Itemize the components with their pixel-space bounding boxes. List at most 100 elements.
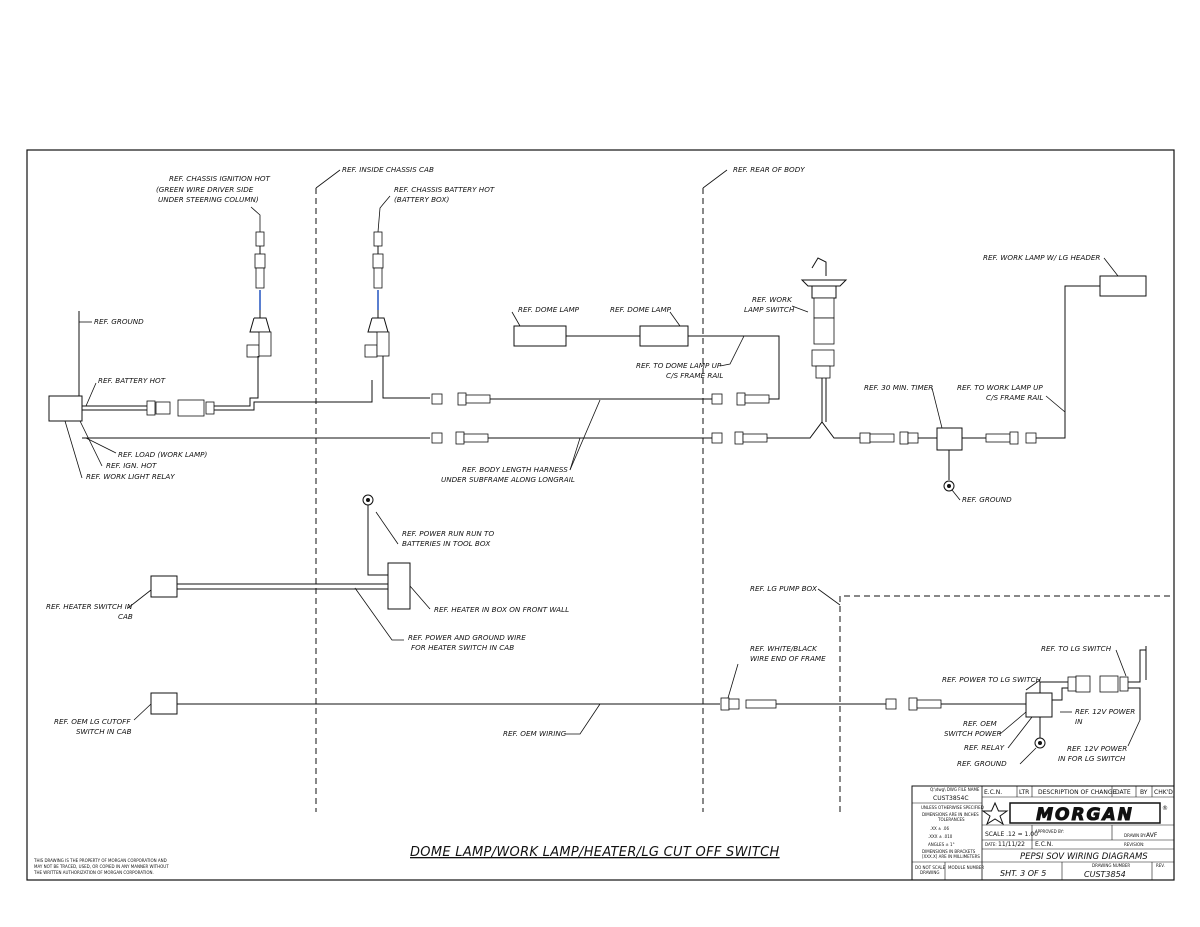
label-ign-hot-1: REF. CHASSIS IGNITION HOT <box>169 174 271 183</box>
tb-brackets-2: [XXX.X] ARE IN MILLIMETERS <box>922 854 980 859</box>
title-block: Q:\dwg\ DWG FILE NAME CUST3854C UNLESS O… <box>911 785 1175 881</box>
ground2-leader <box>951 489 961 501</box>
tb-tolerance-sub-2: TOLERANCES <box>937 817 965 822</box>
morgan-logo-frame <box>1009 802 1161 824</box>
switch-term <box>815 365 831 379</box>
label-dome-lamp-1: REF. DOME LAMP <box>518 305 580 314</box>
tb-date-label: DATE: <box>985 842 997 847</box>
heater-wire-leader <box>354 587 404 641</box>
label-power-12v-2: IN <box>1075 717 1083 726</box>
label-ign-hot: REF. IGN. HOT <box>106 461 157 470</box>
morgan-registered: ® <box>1162 805 1168 812</box>
load-conn-b3 <box>742 433 768 443</box>
to-lg-switch-leader <box>1115 649 1127 677</box>
ground3-leader <box>1019 747 1037 765</box>
tb-module-number: MODULE NUMBER <box>948 865 984 870</box>
label-heater-switch-1: REF. HEATER SWITCH IN <box>46 602 133 611</box>
label-relay-2: REF. RELAY <box>964 743 1005 752</box>
relay2-leader <box>1007 716 1033 749</box>
label-ground-3: REF. GROUND <box>957 759 1007 768</box>
label-oem-cutoff-1: REF. OEM LG CUTOFF <box>54 717 131 726</box>
tb-rev-desc: DESCRIPTION OF CHANGE <box>1038 789 1117 796</box>
label-ign-hot-2: (GREEN WIRE DRIVER SIDE <box>156 185 254 194</box>
timer-out-conn-2 <box>1009 431 1019 445</box>
label-white-black-2: WIRE END OF FRAME <box>750 654 826 663</box>
label-heater-switch-2: CAB <box>118 612 133 621</box>
relay-connector-2 <box>155 401 171 415</box>
tb-do-not-scale-1: DO NOT SCALE <box>915 865 946 870</box>
relay-connector-1 <box>146 400 156 416</box>
oem-sw-power-leader <box>999 711 1027 735</box>
label-dome-up-2: C/S FRAME RAIL <box>666 371 723 380</box>
dome-conn-b2 <box>736 392 746 406</box>
dome-conn-a3 <box>465 394 491 404</box>
tb-drawing-number-label: DRAWING NUMBER <box>1092 863 1130 868</box>
tb-rev-ltr: LTR <box>1019 789 1029 796</box>
title-block-frame <box>911 785 1175 881</box>
load-conn-b2 <box>734 431 744 445</box>
load-conn-a2 <box>455 431 465 445</box>
oem-conn-1 <box>720 697 730 711</box>
label-dome-lamp-2: REF. DOME LAMP <box>610 305 672 314</box>
harness-leader-1 <box>569 399 601 471</box>
dome-conn-b3 <box>744 394 770 404</box>
rear-zone-leader <box>702 169 728 189</box>
oem-wiring-leader <box>566 703 601 735</box>
timer-conn-4 <box>907 432 919 444</box>
tb-sheet: SHT. 3 OF 5 <box>1000 869 1046 878</box>
tb-rev-ecn: E.C.N. <box>984 789 1002 796</box>
timer-30-min <box>936 427 963 451</box>
lg-conn-2 <box>908 697 918 711</box>
work-light-relay <box>48 395 83 422</box>
power-12v-lg-wire <box>1128 687 1141 720</box>
load-conn-a3 <box>463 433 489 443</box>
power-12v-lg-leader <box>1127 719 1141 747</box>
relay-connector-4 <box>205 401 215 415</box>
tb-scale: SCALE .12 = 1.00 <box>985 831 1038 838</box>
heater-box <box>387 562 411 610</box>
tb-brackets-1: DIMENSIONS IN BRACKETS <box>922 849 976 854</box>
timer-conn-2 <box>869 433 895 443</box>
lg-conn-3 <box>916 699 942 709</box>
label-batt-hot-1: REF. CHASSIS BATTERY HOT <box>394 185 495 194</box>
dome-lamp-1-leader <box>511 311 521 327</box>
tb-date: 11/11/22 <box>998 841 1025 848</box>
tb-rev-label: REV. <box>1156 863 1165 868</box>
label-power-run-1: REF. POWER RUN RUN TO <box>402 529 494 538</box>
label-wl-up-2: C/S FRAME RAIL <box>986 393 1043 402</box>
label-lg-pump-box: REF. LG PUMP BOX <box>750 584 818 593</box>
tb-drawn-by: AVF <box>1146 832 1158 839</box>
label-ign-hot-3: UNDER STEERING COLUMN) <box>158 195 259 204</box>
tb-file-name: CUST3854C <box>933 795 969 802</box>
harness-leader-2 <box>569 437 581 471</box>
ign-leader <box>79 420 103 467</box>
tb-tol-row-2: .XXX ± .010 <box>928 834 953 839</box>
batt-hot-leader <box>377 195 391 233</box>
batt-to-dome-wire <box>382 356 430 399</box>
dome-up-leader <box>719 335 745 367</box>
label-battery-hot: REF. BATTERY HOT <box>98 376 166 385</box>
power-lg-leader <box>1025 679 1041 691</box>
tb-do-not-scale-2: DRAWING <box>920 870 939 875</box>
lg-switch-wire <box>1128 649 1146 683</box>
label-work-light-relay: REF. WORK LIGHT RELAY <box>86 472 175 481</box>
timer-out-conn-3 <box>1025 432 1037 444</box>
tb-revision-label: REVISION: <box>1124 842 1144 847</box>
label-batt-hot-2: (BATTERY BOX) <box>394 195 449 204</box>
ign-hot-leader <box>250 206 261 232</box>
lg-ground-stud <box>1038 741 1042 745</box>
tb-rev-date: DATE <box>1115 789 1131 796</box>
switch-branch-wire <box>767 421 860 439</box>
dome-up-wire <box>688 335 780 400</box>
batt-term-2 <box>376 331 390 357</box>
label-oem-sw-power-2: SWITCH POWER <box>944 729 1002 738</box>
label-wl-switch-1: REF. WORK <box>752 295 793 304</box>
label-inside-cab: REF. INSIDE CHASSIS CAB <box>342 165 434 174</box>
label-rear-of-body: REF. REAR OF BODY <box>733 165 805 174</box>
label-oem-wiring: REF. OEM WIRING <box>503 729 567 738</box>
label-ground-2: REF. GROUND <box>962 495 1012 504</box>
wl-up-leader <box>1045 395 1066 413</box>
switch-plug <box>813 297 835 319</box>
label-power-lg: REF. POWER TO LG SWITCH <box>942 675 1042 684</box>
tb-tolerance-header: UNLESS OTHERWISE SPECIFIED <box>921 805 984 810</box>
